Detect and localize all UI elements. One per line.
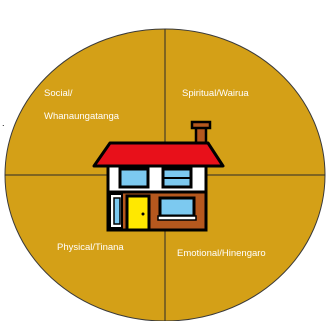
- label-physical: Physical/Tinana: [57, 242, 124, 253]
- house-lower-left-window: [113, 197, 121, 225]
- stray-mark: .: [2, 118, 5, 128]
- label-social-line2: Whanaungatanga: [44, 111, 120, 122]
- house-door-knob: [141, 212, 145, 216]
- house-icon: [92, 120, 225, 232]
- label-social-line1: Social/: [44, 88, 73, 99]
- house-roof: [92, 141, 225, 168]
- label-spiritual: Spiritual/Wairua: [182, 88, 249, 99]
- house-window-lower-right: [158, 196, 196, 218]
- house-window-upper-left: [118, 167, 150, 189]
- house-chimney-cap: [190, 120, 212, 130]
- label-emotional: Emotional/Hinengaro: [177, 248, 266, 259]
- house-window-lower-right-sill: [157, 215, 197, 221]
- house-door: [125, 194, 151, 232]
